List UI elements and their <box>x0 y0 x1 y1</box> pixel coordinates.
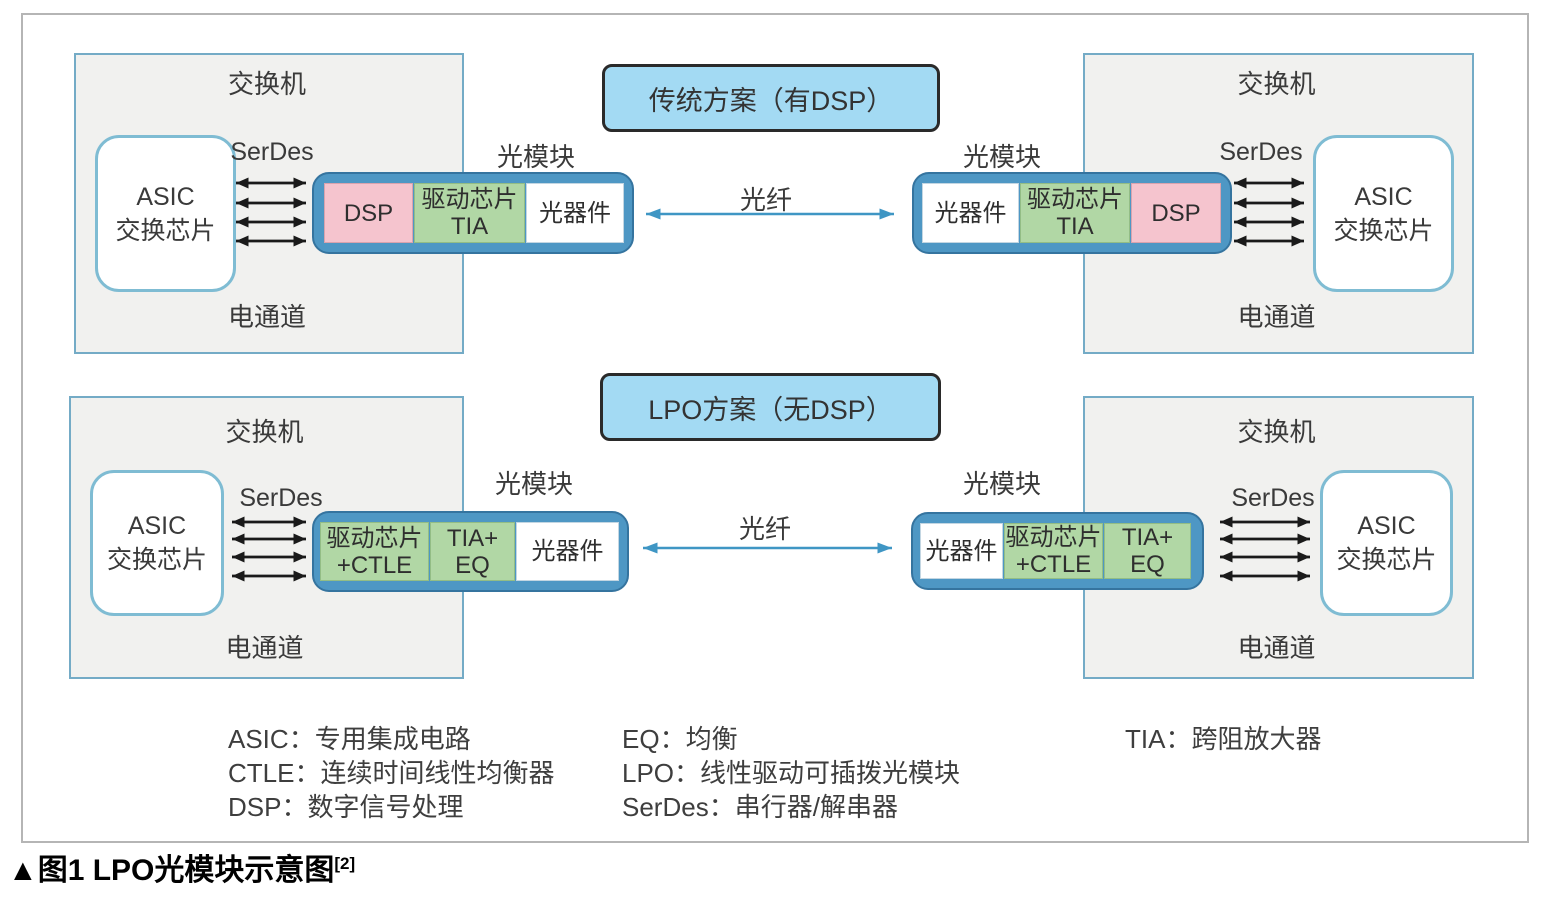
dsp-label: DSP <box>1151 199 1201 227</box>
legend-item-dsp: DSP：数字信号处理 <box>228 792 464 822</box>
driver-label: 驱动芯片 <box>421 186 518 213</box>
dsp-cell: DSP <box>1131 183 1221 243</box>
optical-device-cell: 光器件 <box>526 183 624 243</box>
optical-device-cell: 光器件 <box>516 522 619 581</box>
driver-label: 驱动芯片 <box>1005 524 1102 551</box>
asic-chip-line1: ASIC <box>1354 182 1413 211</box>
serdes-label-top-left: SerDes <box>230 138 314 166</box>
optical-module-label-top-left: 光模块 <box>496 142 575 172</box>
tia-eq-cell: TIA+ EQ <box>1104 523 1191 579</box>
driver-label: 驱动芯片 <box>1027 186 1123 213</box>
fiber-label-top: 光纤 <box>739 185 792 215</box>
optical-module-top-left: DSP 驱动芯片 TIA 光器件 <box>312 172 634 254</box>
electrical-channel-label-top-left: 电通道 <box>227 302 306 332</box>
optical-module-label-top-right: 光模块 <box>962 142 1041 172</box>
driver-label: 驱动芯片 <box>326 524 423 552</box>
optical-module-label-bottom-left: 光模块 <box>494 469 573 499</box>
asic-chip-line2: 交换芯片 <box>106 546 207 574</box>
optical-device-cell: 光器件 <box>920 523 1003 579</box>
dsp-label: DSP <box>343 199 394 227</box>
legend-item-asic: ASIC：专用集成电路 <box>228 724 471 754</box>
optical-module-bottom-left: 驱动芯片 +CTLE TIA+ EQ 光器件 <box>312 511 629 592</box>
optical-module-bottom-right: 光器件 驱动芯片 +CTLE TIA+ EQ <box>911 512 1204 590</box>
switch-label-top-right: 交换机 <box>1237 69 1316 99</box>
asic-chip-top-left: ASIC 交换芯片 <box>95 135 236 292</box>
serdes-label-bottom-left: SerDes <box>239 484 323 512</box>
legend-item-tia: TIA：跨阻放大器 <box>1125 724 1322 754</box>
eq-label: EQ <box>455 551 490 579</box>
electrical-channel-label-bottom-right: 电通道 <box>1237 633 1316 663</box>
tia-label: TIA <box>1056 213 1094 240</box>
electrical-channel-label-bottom-left: 电通道 <box>225 633 304 663</box>
switch-label-bottom-right: 交换机 <box>1237 417 1316 447</box>
switch-label-top-left: 交换机 <box>227 69 306 99</box>
serdes-label-bottom-right: SerDes <box>1231 484 1315 512</box>
dsp-cell: DSP <box>324 183 413 243</box>
asic-chip-line1: ASIC <box>127 512 187 540</box>
driver-tia-cell: 驱动芯片 TIA <box>414 183 525 243</box>
tia-eq-cell: TIA+ EQ <box>430 522 515 581</box>
scheme-title-text: 传统方案（有DSP） <box>648 85 894 116</box>
legend-column-1: ASIC：专用集成电路 CTLE：连续时间线性均衡器 DSP：数字信号处理 <box>228 722 555 824</box>
electrical-channel-label-top-right: 电通道 <box>1237 302 1316 332</box>
asic-chip-line2: 交换芯片 <box>115 216 216 245</box>
legend-item-lpo: LPO：线性驱动可插拨光模块 <box>622 758 961 788</box>
asic-chip-line2: 交换芯片 <box>1333 216 1434 245</box>
ctle-label: +CTLE <box>1015 551 1092 578</box>
driver-ctle-cell: 驱动芯片 +CTLE <box>320 522 429 581</box>
caption-text: ▲图1 LPO光模块示意图 <box>8 854 335 887</box>
driver-tia-cell: 驱动芯片 TIA <box>1020 183 1130 243</box>
serdes-label-top-right: SerDes <box>1219 138 1303 166</box>
tia-label: TIA <box>450 213 489 240</box>
optical-device-cell: 光器件 <box>922 183 1019 243</box>
optical-device-label: 光器件 <box>934 199 1007 227</box>
optical-module-label-bottom-right: 光模块 <box>962 469 1041 499</box>
driver-ctle-cell: 驱动芯片 +CTLE <box>1004 523 1103 579</box>
figure-caption: ▲图1 LPO光模块示意图[2] <box>8 845 355 889</box>
legend-item-serdes: SerDes：串行器/解串器 <box>622 792 898 822</box>
caption-reference: [2] <box>334 854 356 873</box>
asic-chip-bottom-right: ASIC 交换芯片 <box>1320 470 1453 616</box>
fiber-label-bottom: 光纤 <box>738 514 791 544</box>
legend-column-2: EQ：均衡 LPO：线性驱动可插拨光模块 SerDes：串行器/解串器 <box>622 722 960 824</box>
optical-device-label: 光器件 <box>531 538 604 565</box>
tia-label: TIA+ <box>446 524 499 552</box>
optical-device-label: 光器件 <box>925 537 998 565</box>
asic-chip-line1: ASIC <box>136 182 195 211</box>
optical-device-label: 光器件 <box>539 199 611 227</box>
optical-module-top-right: 光器件 驱动芯片 TIA DSP <box>912 172 1232 254</box>
scheme-title-text: LPO方案（无DSP） <box>648 394 893 425</box>
ctle-label: +CTLE <box>336 551 413 579</box>
eq-label: EQ <box>1130 551 1165 578</box>
scheme-title-traditional: 传统方案（有DSP） <box>602 64 940 132</box>
legend-column-3: TIA：跨阻放大器 <box>1125 722 1321 756</box>
switch-label-bottom-left: 交换机 <box>225 417 304 447</box>
scheme-title-lpo: LPO方案（无DSP） <box>600 373 941 441</box>
asic-chip-line2: 交换芯片 <box>1336 546 1437 574</box>
legend-item-eq: EQ：均衡 <box>622 724 738 754</box>
asic-chip-top-right: ASIC 交换芯片 <box>1313 135 1454 292</box>
tia-label: TIA+ <box>1121 524 1174 551</box>
asic-chip-line1: ASIC <box>1357 512 1416 540</box>
legend-item-ctle: CTLE：连续时间线性均衡器 <box>228 758 555 788</box>
asic-chip-bottom-left: ASIC 交换芯片 <box>90 470 224 616</box>
